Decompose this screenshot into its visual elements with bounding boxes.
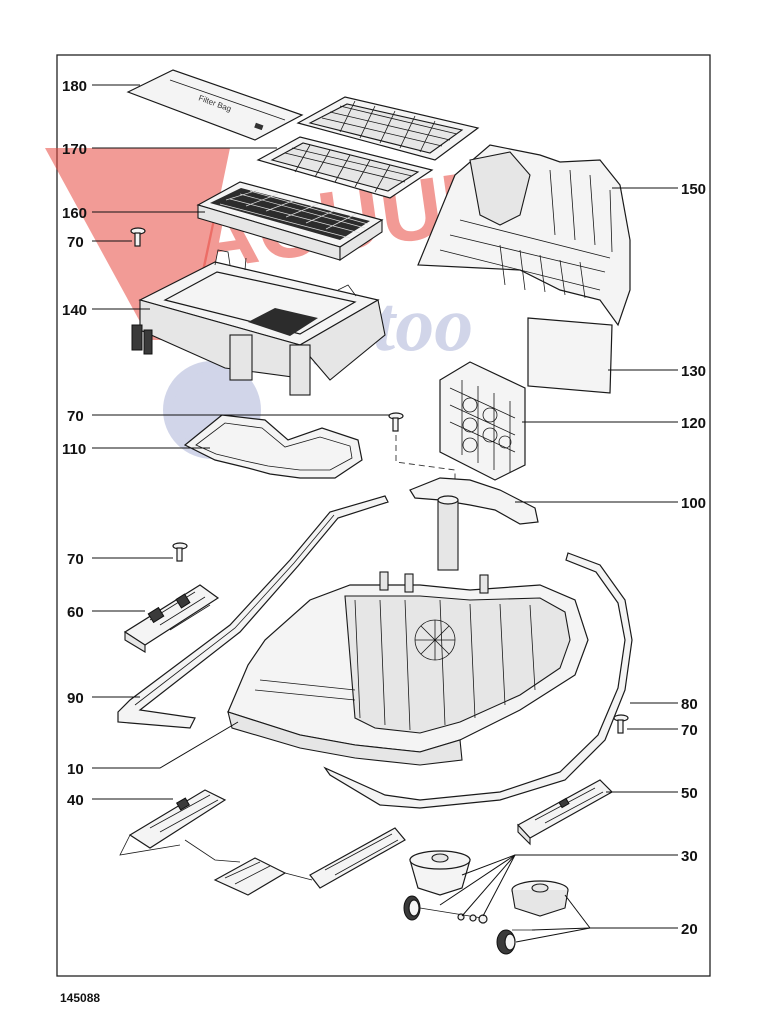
part-30-swivel-castor-set [403,850,488,924]
callout-160: 160 [62,205,87,222]
leader-lines [92,84,678,943]
part-10-base-housing [227,571,589,766]
part-80-bumper-strip [323,552,633,809]
part-50-right-trim [517,779,613,846]
callout-30: 30 [681,848,698,865]
part-130-filter-mat [527,317,613,394]
callout-110: 110 [62,441,86,458]
part-100-cord-rewind-bracket [409,477,539,571]
callout-10: 10 [67,761,84,778]
callout-70: 70 [67,551,84,568]
callout-70: 70 [67,408,84,425]
callout-170: 170 [62,141,87,158]
part-20-wheel-set [496,880,569,955]
callout-70: 70 [681,722,698,739]
callout-20: 20 [681,921,698,938]
callout-150: 150 [681,181,706,198]
callout-50: 50 [681,785,698,802]
callout-100: 100 [681,495,706,512]
part-90-left-trim [117,495,389,729]
callout-60: 60 [67,604,84,621]
callout-labels: 180 170 160 70 140 150 130 70 120 110 10… [62,78,706,938]
callout-40: 40 [67,792,84,809]
part-70-screw-middle [388,412,404,432]
part-140-motor-housing [131,249,386,396]
part-110-seal [183,414,363,479]
drawing-border [56,54,711,977]
callout-80: 80 [681,696,698,713]
part-120-grille [439,361,526,481]
part-70-screw-left [172,542,188,562]
part-70-screw-right [613,714,629,734]
part-150-rear-cover [417,144,631,327]
part-160-hepa-filter [196,181,384,262]
dashed-guide-middle [395,435,456,480]
callout-130: 130 [681,363,706,380]
callout-90: 90 [67,690,84,707]
callout-180: 180 [62,78,87,95]
drawing-number: 145088 [60,991,100,1005]
callout-120: 120 [681,415,706,432]
callout-140: 140 [62,302,87,319]
part-170-filter-frame [256,96,480,199]
part-60-switch-assembly [123,584,220,653]
part-40-electronics-board [119,789,406,896]
part-70-screw-top [130,227,146,247]
callout-70: 70 [67,234,84,251]
part-180-filter-cover-card: Filter Bag [126,69,304,141]
